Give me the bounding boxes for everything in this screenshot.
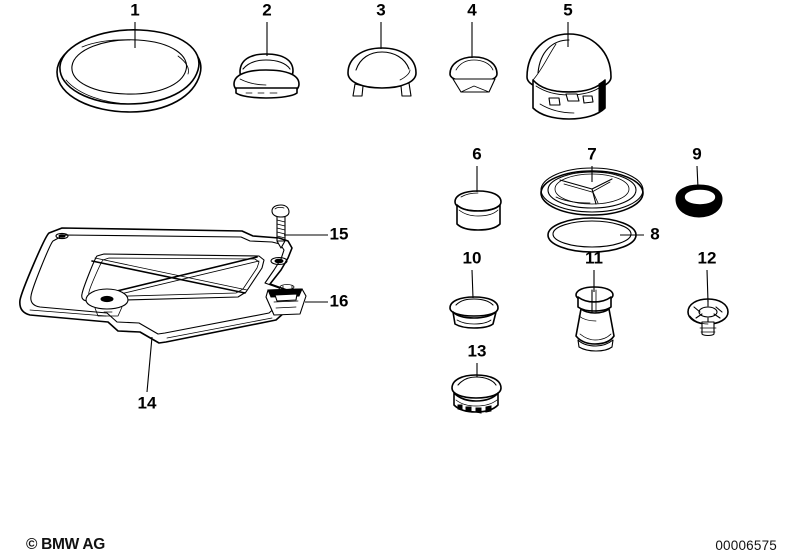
part-9-graphic (675, 184, 723, 218)
part-12-graphic (687, 298, 729, 337)
callout-labels: 1 2 3 4 5 6 7 8 9 10 11 12 13 14 15 16 (130, 0, 716, 412)
callout-label-9: 9 (692, 144, 701, 163)
callout-label-13: 13 (468, 341, 487, 360)
callout-label-15: 15 (330, 224, 349, 243)
copyright-notice: © BMW AG (26, 536, 106, 553)
callout-label-8: 8 (650, 224, 659, 243)
callout-label-12: 12 (698, 248, 717, 267)
part-15-graphic (271, 204, 290, 249)
part-16-graphic (265, 284, 307, 316)
part-4-graphic (449, 56, 498, 93)
part-1-graphic (56, 29, 202, 113)
callout-label-11: 11 (585, 248, 603, 267)
drawing-number: 00006575 (715, 538, 777, 553)
leader-lines (134, 22, 709, 393)
callout-label-6: 6 (472, 144, 481, 163)
part-13-graphic (451, 374, 502, 414)
callout-label-7: 7 (587, 144, 596, 163)
callout-label-5: 5 (563, 0, 572, 19)
part-2-graphic (233, 53, 300, 99)
part-3-graphic (347, 47, 417, 97)
callout-label-2: 2 (262, 0, 271, 19)
part-6-graphic (454, 190, 502, 231)
part-14-graphic (19, 227, 293, 344)
callout-label-3: 3 (376, 0, 385, 19)
callout-label-4: 4 (467, 0, 477, 19)
part-5-graphic (526, 33, 612, 120)
part-10-graphic (449, 296, 499, 329)
callout-label-16: 16 (330, 291, 349, 310)
callout-label-1: 1 (130, 0, 139, 19)
part-11-graphic (575, 286, 615, 352)
callout-label-14: 14 (138, 393, 157, 412)
callout-label-10: 10 (463, 248, 482, 267)
